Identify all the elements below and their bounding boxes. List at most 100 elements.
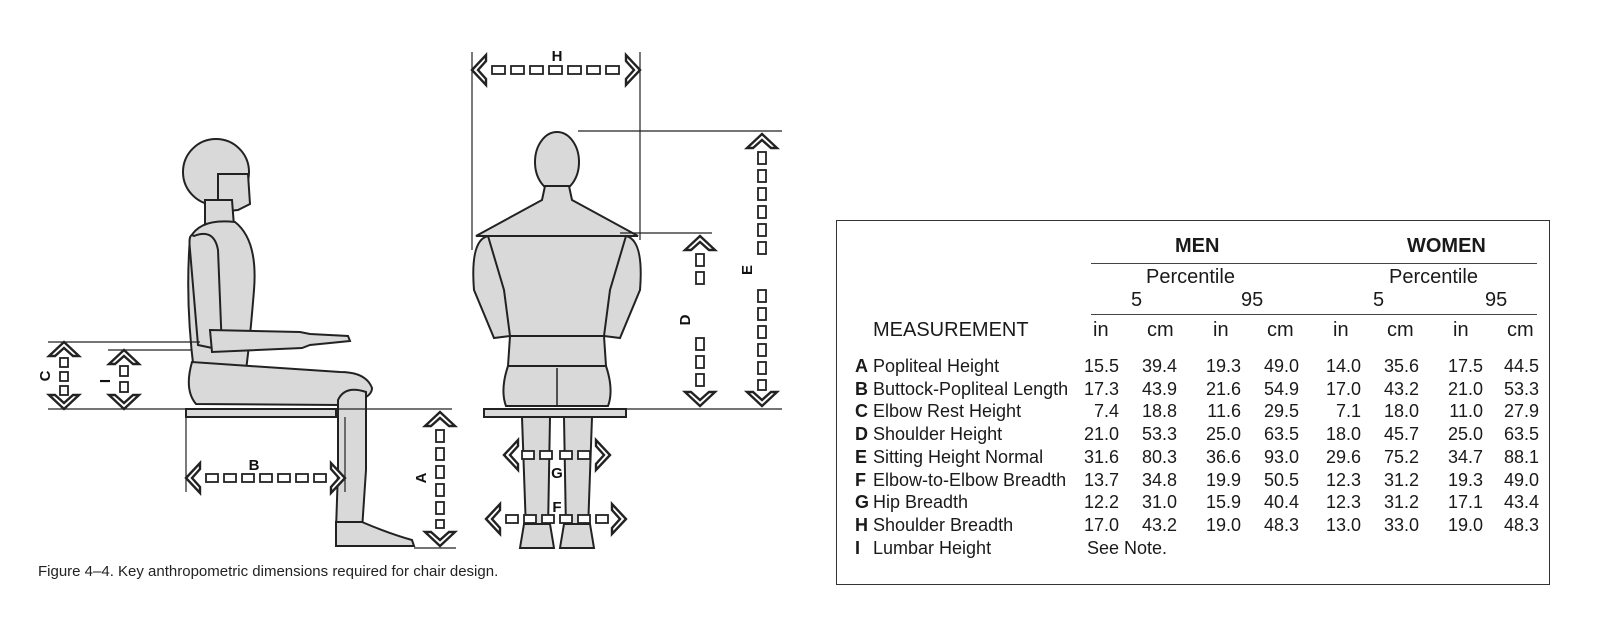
row-value-w5in: 14.0 (1325, 356, 1361, 376)
row-value-m95cm: 48.3 (1263, 514, 1299, 535)
label-i: I (97, 379, 114, 383)
men-header: MEN (1175, 235, 1220, 257)
row-value-m95in: 19.9 (1205, 469, 1241, 490)
header-rule (1091, 263, 1537, 264)
row-measurement-name: Elbow-to-Elbow Breadth (873, 469, 1067, 490)
row-value-m95in: 15.9 (1205, 492, 1241, 513)
row-value-m95cm: 93.0 (1263, 446, 1299, 467)
row-value-m95in: 11.6 (1207, 401, 1241, 422)
unit-women-p95-cm: cm (1507, 319, 1534, 341)
row-value-w5cm: 35.6 (1383, 356, 1419, 376)
front-left-arm (472, 234, 512, 340)
row-value-w5in: 17.0 (1325, 378, 1361, 399)
dimension-e (745, 132, 779, 408)
row-value-w5in: 7.1 (1335, 401, 1361, 422)
row-measurement-name: Lumbar Height (873, 537, 992, 558)
row-value-w95in: 17.1 (1447, 492, 1483, 513)
row-value-m95cm: 29.5 (1263, 401, 1299, 422)
unit-women-p5-cm: cm (1387, 319, 1414, 341)
measurements-table: MEN WOMEN Percentile Percentile 5 95 5 9… (836, 220, 1550, 585)
row-value-m5cm: 43.2 (1141, 514, 1177, 535)
row-value-w5cm: 43.2 (1383, 378, 1419, 399)
row-value-w95cm: 27.9 (1503, 401, 1539, 422)
dimension-h (470, 53, 642, 87)
dimension-a (423, 410, 457, 548)
front-right-leg (562, 416, 594, 531)
label-c: C (37, 370, 54, 381)
row-value-w5in: 12.3 (1325, 492, 1361, 513)
row-note: See Note. (1087, 537, 1168, 558)
row-value-w95in: 19.0 (1447, 514, 1483, 535)
row-value-m95cm: 50.5 (1263, 469, 1299, 490)
row-letter: F (855, 469, 866, 490)
row-value-w5cm: 45.7 (1383, 424, 1419, 445)
row-value-m95cm: 49.0 (1263, 356, 1299, 376)
front-left-leg (520, 416, 552, 531)
row-value-m5in: 7.4 (1093, 401, 1119, 422)
row-letter: B (855, 378, 868, 399)
row-value-w95in: 17.5 (1447, 356, 1483, 376)
row-value-m5cm: 18.8 (1141, 401, 1177, 422)
front-right-arm (602, 234, 642, 340)
row-value-w95in: 21.0 (1447, 378, 1483, 399)
row-value-m5cm: 53.3 (1141, 424, 1177, 445)
percentile-rule (1091, 314, 1537, 315)
side-forearm (208, 328, 352, 354)
front-left-foot (518, 523, 556, 549)
label-a: A (413, 472, 430, 483)
men-p95-label: 95 (1241, 289, 1264, 311)
row-value-m95cm: 63.5 (1263, 424, 1299, 445)
dimension-b (184, 461, 347, 495)
row-letter: G (855, 492, 870, 513)
row-letter: H (855, 514, 868, 535)
row-value-w5cm: 33.0 (1383, 514, 1419, 535)
front-seat (483, 408, 627, 418)
row-value-m5in: 17.0 (1083, 514, 1119, 535)
front-right-foot (558, 523, 596, 549)
label-d: D (677, 314, 694, 325)
row-value-m95cm: 40.4 (1263, 492, 1299, 513)
women-header: WOMEN (1407, 235, 1486, 257)
men-p5-label: 5 (1131, 289, 1143, 311)
dimension-i (107, 348, 141, 411)
row-value-m5in: 12.2 (1083, 492, 1119, 513)
row-letter: E (855, 446, 868, 467)
row-letter: D (855, 424, 868, 445)
label-h: H (552, 48, 563, 65)
side-lower-leg (334, 388, 367, 531)
row-value-m95in: 25.0 (1205, 424, 1241, 445)
row-value-w95in: 34.7 (1447, 446, 1483, 467)
row-value-m95in: 21.6 (1205, 378, 1241, 399)
row-value-w5cm: 18.0 (1383, 401, 1419, 422)
row-value-m5in: 17.3 (1083, 378, 1119, 399)
label-f: F (552, 499, 561, 516)
row-value-w95cm: 48.3 (1503, 514, 1539, 535)
row-value-w95cm: 88.1 (1503, 446, 1539, 467)
row-value-m5in: 21.0 (1083, 424, 1119, 445)
unit-men-p95-in: in (1213, 319, 1229, 341)
row-letter: A (855, 356, 868, 376)
row-value-w5in: 29.6 (1325, 446, 1361, 467)
side-seat (185, 408, 337, 418)
women-p5-label: 5 (1373, 289, 1385, 311)
unit-men-p5-cm: cm (1147, 319, 1174, 341)
side-foot (335, 521, 416, 547)
label-b: B (249, 457, 260, 474)
dimension-f (484, 502, 628, 536)
figure-caption: Figure 4–4. Key anthropometric dimension… (38, 563, 499, 580)
row-value-w5in: 12.3 (1325, 469, 1361, 490)
unit-women-p5-in: in (1333, 319, 1349, 341)
women-percentile-label: Percentile (1389, 266, 1478, 288)
row-measurement-name: Popliteal Height (873, 356, 1000, 376)
row-value-m95in: 19.0 (1205, 514, 1241, 535)
label-e: E (739, 265, 756, 275)
row-value-w95in: 11.0 (1449, 401, 1483, 422)
row-measurement-name: Sitting Height Normal (873, 446, 1044, 467)
row-measurement-name: Shoulder Height (873, 424, 1003, 445)
front-shoulders (475, 185, 639, 237)
row-value-w5cm: 31.2 (1383, 492, 1419, 513)
row-measurement-name: Buttock-Popliteal Length (873, 378, 1069, 399)
unit-women-p95-in: in (1453, 319, 1469, 341)
row-value-w5in: 18.0 (1325, 424, 1361, 445)
row-value-w95cm: 63.5 (1503, 424, 1539, 445)
